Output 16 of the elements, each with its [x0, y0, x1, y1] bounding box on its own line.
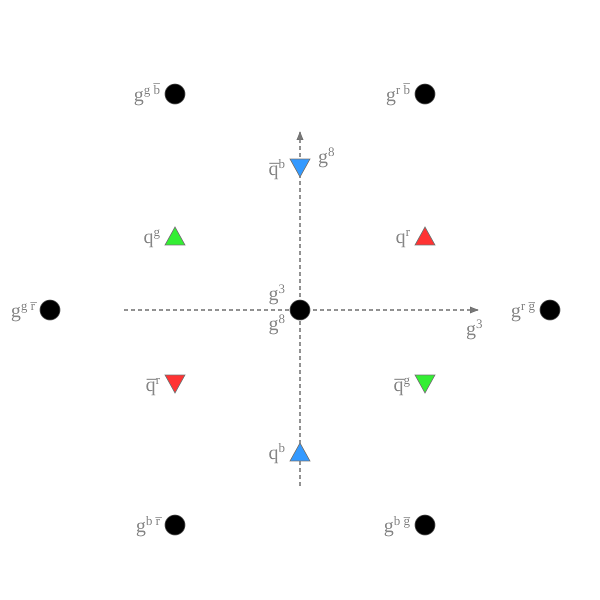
- point-label: g$^{g b̅}$: [134, 84, 160, 106]
- point-label: g$^{b g̅}$: [384, 515, 410, 537]
- point-label: g$^{3}$: [268, 283, 285, 305]
- point-label: q̅$^{g}$: [394, 374, 410, 396]
- point-label: q$^{b}$: [268, 442, 285, 464]
- point-label: q$^{r}$: [396, 226, 410, 248]
- point-label: q̅$^{b}$: [268, 158, 285, 180]
- point-label: q$^{g}$: [144, 226, 160, 248]
- point-label: q̅$^{r}$: [146, 374, 160, 396]
- point-label: g$^{b r̅}$: [136, 515, 160, 537]
- point-label: g$^{r g̅}$: [510, 300, 535, 322]
- point-label: g$^{g r̅}$: [10, 300, 35, 322]
- axis-label: g$^{8}$: [318, 146, 334, 168]
- point-label: g$^{8}$: [268, 313, 285, 335]
- axis-label: g$^{3}$: [466, 318, 482, 340]
- point-label: g$^{r b̅}$: [386, 84, 410, 106]
